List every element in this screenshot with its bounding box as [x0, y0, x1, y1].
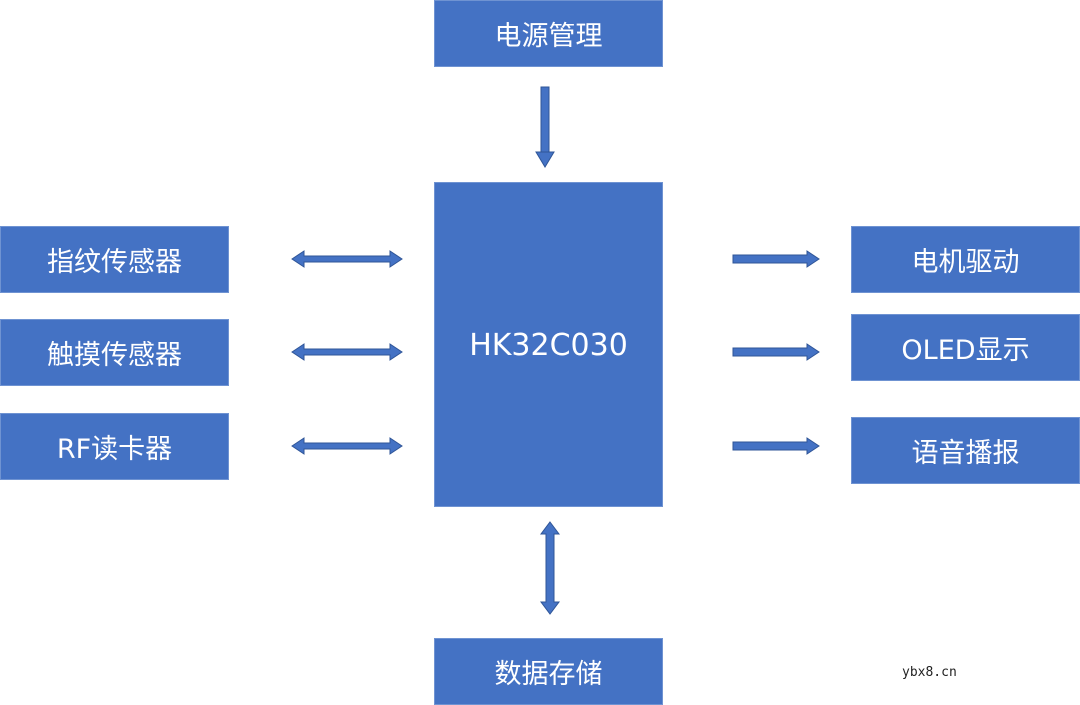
- voice-broadcast-label: 语音播报: [911, 438, 1020, 469]
- rf-reader-box: RF读卡器: [0, 413, 229, 480]
- watermark: ybx8.cn: [902, 665, 957, 680]
- oled-display-box: OLED显示: [851, 314, 1080, 381]
- touch-sensor-label: 触摸传感器: [47, 340, 182, 371]
- double-arrow-horizontal-icon: [291, 250, 403, 268]
- fingerprint-sensor-box: 指纹传感器: [0, 226, 229, 293]
- arrow-down-icon: [535, 86, 555, 168]
- mcu-label: HK32C030: [469, 328, 628, 363]
- double-arrow-horizontal-icon: [291, 343, 403, 361]
- oled-display-label: OLED显示: [901, 335, 1030, 366]
- power-management-box: 电源管理: [434, 0, 663, 67]
- power-management-label: 电源管理: [494, 21, 603, 52]
- data-storage-label: 数据存储: [494, 659, 603, 690]
- double-arrow-vertical-icon: [540, 521, 560, 615]
- double-arrow-horizontal-icon: [291, 437, 403, 455]
- arrow-right-icon: [732, 250, 820, 268]
- voice-broadcast-box: 语音播报: [851, 417, 1080, 484]
- motor-driver-box: 电机驱动: [851, 226, 1080, 293]
- arrow-right-icon: [732, 437, 820, 455]
- motor-driver-label: 电机驱动: [911, 247, 1020, 278]
- touch-sensor-box: 触摸传感器: [0, 319, 229, 386]
- arrow-right-icon: [732, 343, 820, 361]
- rf-reader-label: RF读卡器: [56, 434, 173, 465]
- data-storage-box: 数据存储: [434, 638, 663, 705]
- fingerprint-sensor-label: 指纹传感器: [47, 247, 182, 278]
- mcu-box: HK32C030: [434, 182, 663, 507]
